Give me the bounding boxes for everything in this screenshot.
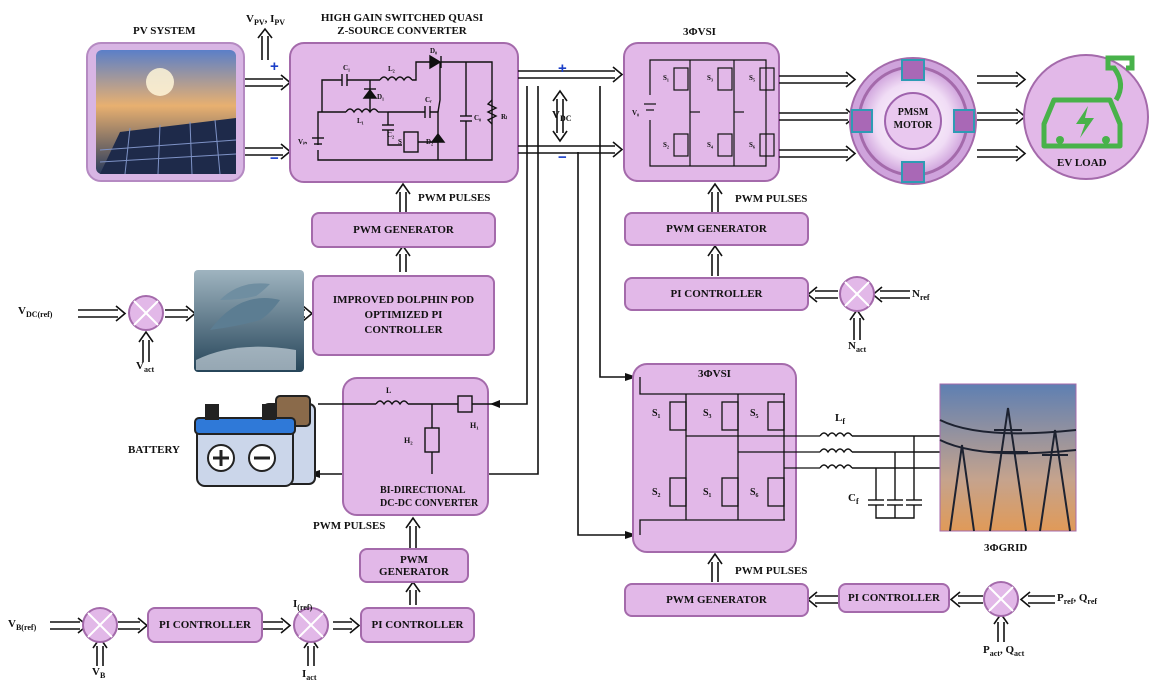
grid-tower-image: [940, 384, 1076, 531]
pi-controller-power: PI CONTROLLER: [838, 583, 950, 613]
comp-h2: H₂: [404, 436, 413, 445]
motor-sw-1: S₁: [663, 74, 669, 82]
battery-control-arrows: [50, 518, 420, 666]
grid-filter: [820, 433, 940, 518]
pv-output-arrows: [245, 29, 290, 159]
comp-d1: D₁: [377, 93, 384, 101]
dc-plus-sign: +: [558, 60, 567, 77]
pv-output-label: VPV, IPV: [246, 13, 285, 27]
pv-plus-sign: +: [270, 58, 279, 75]
sum-junction-vdc: [129, 296, 163, 330]
lf-label: Lf: [835, 412, 845, 426]
pwm-pulses-label-4: PWM PULSES: [735, 565, 807, 577]
pv-title: PV SYSTEM: [133, 25, 195, 37]
vb-label: VB: [92, 666, 105, 680]
pi-controller-voltage: PI CONTROLLER: [147, 607, 263, 643]
motor-sw-6: S₆: [749, 141, 755, 149]
vact-label: Vact: [136, 360, 154, 374]
grid-sw-6: S₆: [750, 487, 759, 498]
nref-label: Nref: [912, 288, 930, 302]
sum-junction-vb: [83, 608, 117, 642]
comp-rl: Rₗ: [501, 113, 507, 121]
comp-co: C₀: [474, 114, 481, 122]
grid-label: 3ΦGRID: [984, 542, 1027, 554]
vdc-label: VDC: [552, 109, 572, 123]
motor-sw-3: S₃: [707, 74, 713, 82]
pwm-pulses-label-2: PWM PULSES: [735, 193, 807, 205]
grid-sw-5: S₅: [750, 408, 759, 419]
grid-sw-4: S₁: [703, 487, 712, 498]
pv-minus-sign: −: [270, 150, 279, 167]
motor-sw-5: S₅: [749, 74, 755, 82]
grid-sw-3: S₃: [703, 408, 712, 419]
pwm-generator-4: PWM GENERATOR: [624, 583, 809, 617]
pwm-generator-2: PWM GENERATOR: [624, 212, 809, 246]
pwm-pulses-label-1: PWM PULSES: [418, 192, 490, 204]
pi-controller-current: PI CONTROLLER: [360, 607, 475, 643]
motor-sw-4: S₄: [707, 141, 713, 149]
iact-label: Iact: [302, 668, 317, 682]
motor-vsi-title: 3ΦVSI: [683, 26, 716, 38]
comp-d2: D₂: [426, 138, 433, 146]
pact-qact-label: Pact, Qact: [983, 644, 1024, 658]
vbref-label: VB(ref): [8, 618, 36, 632]
comp-l2: L₂: [388, 65, 395, 73]
grid-vsi-block: [633, 364, 796, 552]
comp-h1: H₁: [470, 421, 479, 430]
comp-c1: C₁: [343, 64, 350, 72]
vdc-ref-label: VDC(ref): [18, 305, 52, 319]
battery-label: BATTERY: [128, 444, 180, 456]
sum-junction-power: [984, 582, 1018, 616]
vsi-to-motor-arrows: [779, 72, 855, 161]
grid-vsi-title: 3ΦVSI: [698, 368, 731, 380]
dc-minus-sign: −: [558, 149, 567, 166]
right-top-arrows: [708, 184, 910, 340]
comp-cr: Cᵣ: [425, 96, 432, 104]
comp-d0: D₀: [430, 47, 437, 55]
grid-sw-1: S₁: [652, 408, 661, 419]
dolphin-image: [194, 270, 304, 372]
motor-vsi-vdc: V₀: [632, 109, 639, 117]
nact-label: Nact: [848, 340, 866, 354]
sum-junction-speed: [840, 277, 874, 311]
comp-l: L: [386, 386, 391, 395]
grid-sw-2: S₂: [652, 487, 661, 498]
motor-to-ev-arrows: [977, 72, 1025, 161]
pwm-generator-1: PWM GENERATOR: [311, 212, 496, 248]
ev-load-label: EV LOAD: [1057, 157, 1107, 169]
motor-sw-2: S₂: [663, 141, 669, 149]
comp-s: S: [398, 138, 402, 146]
cf-label: Cf: [848, 492, 859, 506]
battery-icon: [195, 396, 315, 486]
motor-vsi-block: [624, 43, 779, 181]
comp-c2: C₂: [387, 131, 394, 139]
pwm-pulses-label-3: PWM PULSES: [313, 520, 385, 532]
sum-junction-current: [294, 608, 328, 642]
comp-l1: L₁: [357, 117, 364, 125]
pref-qref-label: Pref, Qref: [1057, 592, 1097, 606]
pv-panel-image: [87, 43, 244, 181]
pi-controller-speed: PI CONTROLLER: [624, 277, 809, 311]
comp-vin: Vᵢₙ: [298, 138, 307, 146]
iref-label: I(ref): [293, 598, 312, 612]
